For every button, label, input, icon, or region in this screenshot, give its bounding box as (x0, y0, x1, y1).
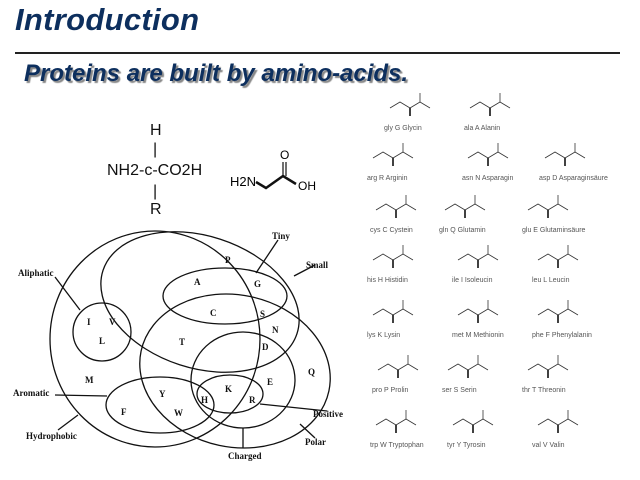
set-polar (139, 293, 331, 449)
amino-acid-name: glu E Glutaminsäure (522, 227, 586, 234)
amino-acid-structure: cys C Cystein (370, 195, 417, 234)
venn-letter: F (121, 407, 127, 417)
glycine-o: O (280, 148, 289, 162)
set-aliphatic (72, 302, 132, 362)
set-hydrophobic (49, 230, 261, 448)
amino-acid-structure: ser S Serin (442, 355, 489, 394)
set-tiny (162, 267, 288, 325)
amino-acid-structure: ile I Isoleucin (452, 245, 499, 284)
amino-acid-structure: arg R Arginin (367, 143, 414, 182)
amino-acid-structure: trp W Tryptophan (370, 410, 424, 449)
venn-letter: Q (308, 367, 315, 377)
amino-acid-name: gly G Glycin (384, 125, 422, 132)
amino-acid-name: val V Valin (532, 442, 565, 449)
label-tiny: Tiny (272, 231, 290, 241)
amino-acid-name: lys K Lysin (367, 332, 400, 339)
amino-acid-name: leu L Leucin (532, 277, 570, 284)
amino-acid-structure: lys K Lysin (367, 300, 414, 339)
venn-letter: H (201, 395, 208, 405)
label-small: Small (306, 260, 329, 270)
formula-r: R (150, 201, 162, 218)
venn-letter: P (225, 255, 231, 265)
title-divider (15, 52, 620, 54)
venn-letter: W (174, 408, 183, 418)
amino-acid-name: met M Methionin (452, 332, 504, 339)
amino-acid-name: thr T Threonin (522, 387, 566, 394)
amino-acid-name: ile I Isoleucin (452, 277, 493, 284)
label-aromatic: Aromatic (13, 388, 49, 398)
venn-letter: I (87, 317, 91, 327)
amino-acid-structure: pro P Prolin (372, 355, 419, 394)
amino-acid-name: tyr Y Tyrosin (447, 442, 486, 449)
formula-main: NH2-c-CO2H (107, 162, 203, 179)
amino-acid-structure: his H Histidin (367, 245, 414, 284)
label-polar: Polar (305, 437, 326, 447)
label-positive: Positive (313, 409, 343, 419)
glycine-oh: OH (298, 179, 316, 193)
amino-acid-name: his H Histidin (367, 277, 408, 284)
slide-subtitle: Proteins are built by amino-acids. (24, 60, 409, 87)
venn-letter: E (267, 377, 273, 387)
amino-acid-name: asn N Asparagin (462, 175, 513, 182)
label-hydrophobic: Hydrophobic (26, 431, 77, 441)
set-aromatic (105, 376, 215, 434)
venn-letter: N (272, 325, 279, 335)
amino-acid-name: trp W Tryptophan (370, 442, 424, 449)
amino-acid-structure: leu L Leucin (532, 245, 579, 284)
venn-letter: L (99, 336, 105, 346)
amino-acid-name: cys C Cystein (370, 227, 413, 234)
amino-acid-name: arg R Arginin (367, 175, 408, 182)
amino-acid-structure: tyr Y Tyrosin (447, 410, 494, 449)
venn-letter: Y (159, 389, 166, 399)
set-small (100, 231, 300, 373)
formula-bond-top: | (153, 141, 158, 158)
amino-acid-structure: gln Q Glutamin (439, 195, 486, 234)
amino-acid-name: ala A Alanin (464, 125, 500, 132)
glycine-h2n: H2N (230, 174, 256, 189)
venn-letter: K (225, 384, 232, 394)
amino-acid-structure: gly G Glycin (384, 93, 431, 132)
amino-acid-structure: val V Valin (532, 410, 579, 449)
venn-letter: T (179, 337, 185, 347)
amino-acid-structure: asn N Asparagin (462, 143, 513, 182)
set-positive (196, 374, 264, 414)
venn-letter: C (210, 308, 217, 318)
venn-letter: V (109, 317, 116, 327)
venn-letter: S (260, 309, 265, 319)
amino-acid-name: asp D Asparaginsäure (539, 175, 608, 182)
amino-acid-structure: asp D Asparaginsäure (539, 143, 608, 182)
amino-acid-name: ser S Serin (442, 387, 477, 394)
label-charged: Charged (228, 451, 262, 461)
amino-acid-name: phe F Phenylalanin (532, 332, 592, 339)
amino-acid-name: pro P Prolin (372, 387, 409, 394)
formula-bond-bottom: | (153, 183, 158, 200)
venn-letter: G (254, 279, 261, 289)
venn-letter: M (85, 375, 94, 385)
venn-letter: A (194, 277, 201, 287)
amino-acid-structure: thr T Threonin (522, 355, 569, 394)
amino-acid-structure: met M Methionin (452, 300, 504, 339)
formula-h: H (150, 122, 162, 139)
amino-acid-name: gln Q Glutamin (439, 227, 486, 234)
amino-acid-structure: phe F Phenylalanin (532, 300, 592, 339)
amino-acid-structure: glu E Glutaminsäure (522, 195, 586, 234)
venn-letter: D (262, 342, 269, 352)
slide-title: Introduction (15, 2, 200, 37)
amino-acid-structure: ala A Alanin (464, 93, 511, 132)
venn-letter: R (249, 395, 256, 405)
label-aliphatic: Aliphatic (18, 268, 54, 278)
